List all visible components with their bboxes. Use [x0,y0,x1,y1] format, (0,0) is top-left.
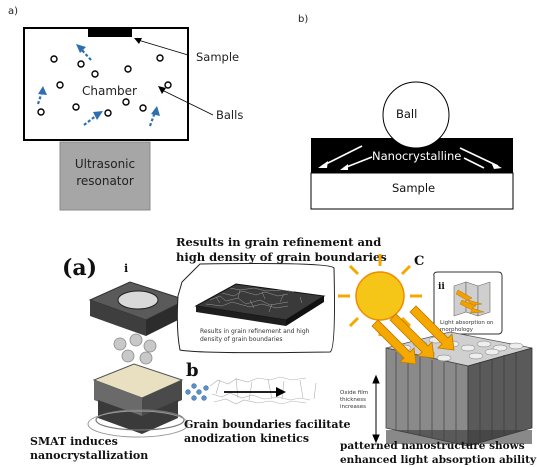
nanostructure-block [385,331,533,447]
pattern-caption-line-1: patterned nanostructure shows [340,440,525,452]
ball [37,108,45,116]
pattern-caption: patterned nanostructure shows enhanced l… [340,439,536,467]
ball [50,55,58,63]
ball [156,54,164,62]
light-inset [429,271,503,351]
chamber-label: Chamber [82,84,137,98]
smat-bottom-block [87,363,189,438]
smat-balls [113,333,157,365]
sub-label-i: i [124,262,129,275]
impact-ball [382,81,450,149]
light-inset-line-2: morphology [440,327,473,333]
ball [164,81,172,89]
chamber-wall [23,27,189,141]
sample-bar [88,29,132,37]
results-heading: Results in grain refinement and high den… [176,235,387,265]
oxide-thickness-arrow [372,374,380,444]
pattern-caption-line-2: enhanced light absorption ability [340,454,537,466]
smat-caption-line-1: SMAT induces [30,435,118,448]
ball [139,104,147,112]
balls [37,54,172,117]
grain-caption-line-1: Grain boundaries facilitate [184,418,351,431]
sample-label: Sample [196,50,240,64]
results-heading-line-1: Results in grain refinement and [176,235,382,249]
smat-caption: SMAT induces nanocrystallization [30,435,148,463]
ball-impact-diagram [310,81,514,210]
oxide-text-line-1: Oxide film [340,390,369,396]
smat-caption-line-2: nanocrystallization [30,449,149,462]
ball [77,60,85,68]
smat-top-block [88,281,188,336]
panel-b-lower-tag: b [186,360,199,381]
grain-boundary-sketch [185,376,317,405]
chamber-diagram [23,27,214,211]
oxide-text: Oxide film thickness increases [340,390,368,411]
light-inset-text: Light absorption on morphology [440,320,493,334]
results-heading-line-2: high density of grain boundaries [176,250,387,264]
resonator-line-1: Ultrasonic [74,157,136,171]
ball [122,98,130,106]
oxide-text-line-2: thickness [340,397,366,403]
balls-leader-head [158,86,166,94]
resonator-label: Ultrasonic resonator [60,156,150,190]
oxide-text-line-3: increases [340,404,367,410]
panel-a-tag: a) [8,6,19,17]
ball [72,103,80,111]
sample-leader-head [134,38,142,44]
nanocrystalline-label: Nanocrystalline [372,149,462,163]
sample-leader [137,39,189,56]
callout-text-line-1: Results in grain refinement and high [200,328,310,335]
balls-leader [161,89,214,116]
panel-c-tag: C [414,254,425,269]
ball [56,81,64,89]
figure-tag-a: (a) [62,255,98,281]
grain-caption-line-2: anodization kinetics [184,432,310,445]
ultrasonic-resonator [59,141,151,211]
ball [91,70,99,78]
panel-b-tag: b) [298,14,309,25]
callout-text: Results in grain refinement and high den… [200,328,309,344]
balls-label: Balls [216,108,244,122]
grain-caption: Grain boundaries facilitate anodization … [184,418,351,446]
sample-block-label: Sample [392,181,436,195]
ball [124,65,132,73]
sun-icon [338,254,422,336]
sub-label-ii: ii [438,282,445,292]
resonator-line-2: resonator [76,174,134,188]
ball-label: Ball [396,107,418,121]
motion-arrowheads [38,44,160,120]
ball [104,109,112,117]
light-arrows [371,305,455,365]
grain-plate [194,283,326,326]
callout-text-line-2: density of grain boundaries [200,336,283,343]
light-inset-line-1: Light absorption on [440,320,494,326]
